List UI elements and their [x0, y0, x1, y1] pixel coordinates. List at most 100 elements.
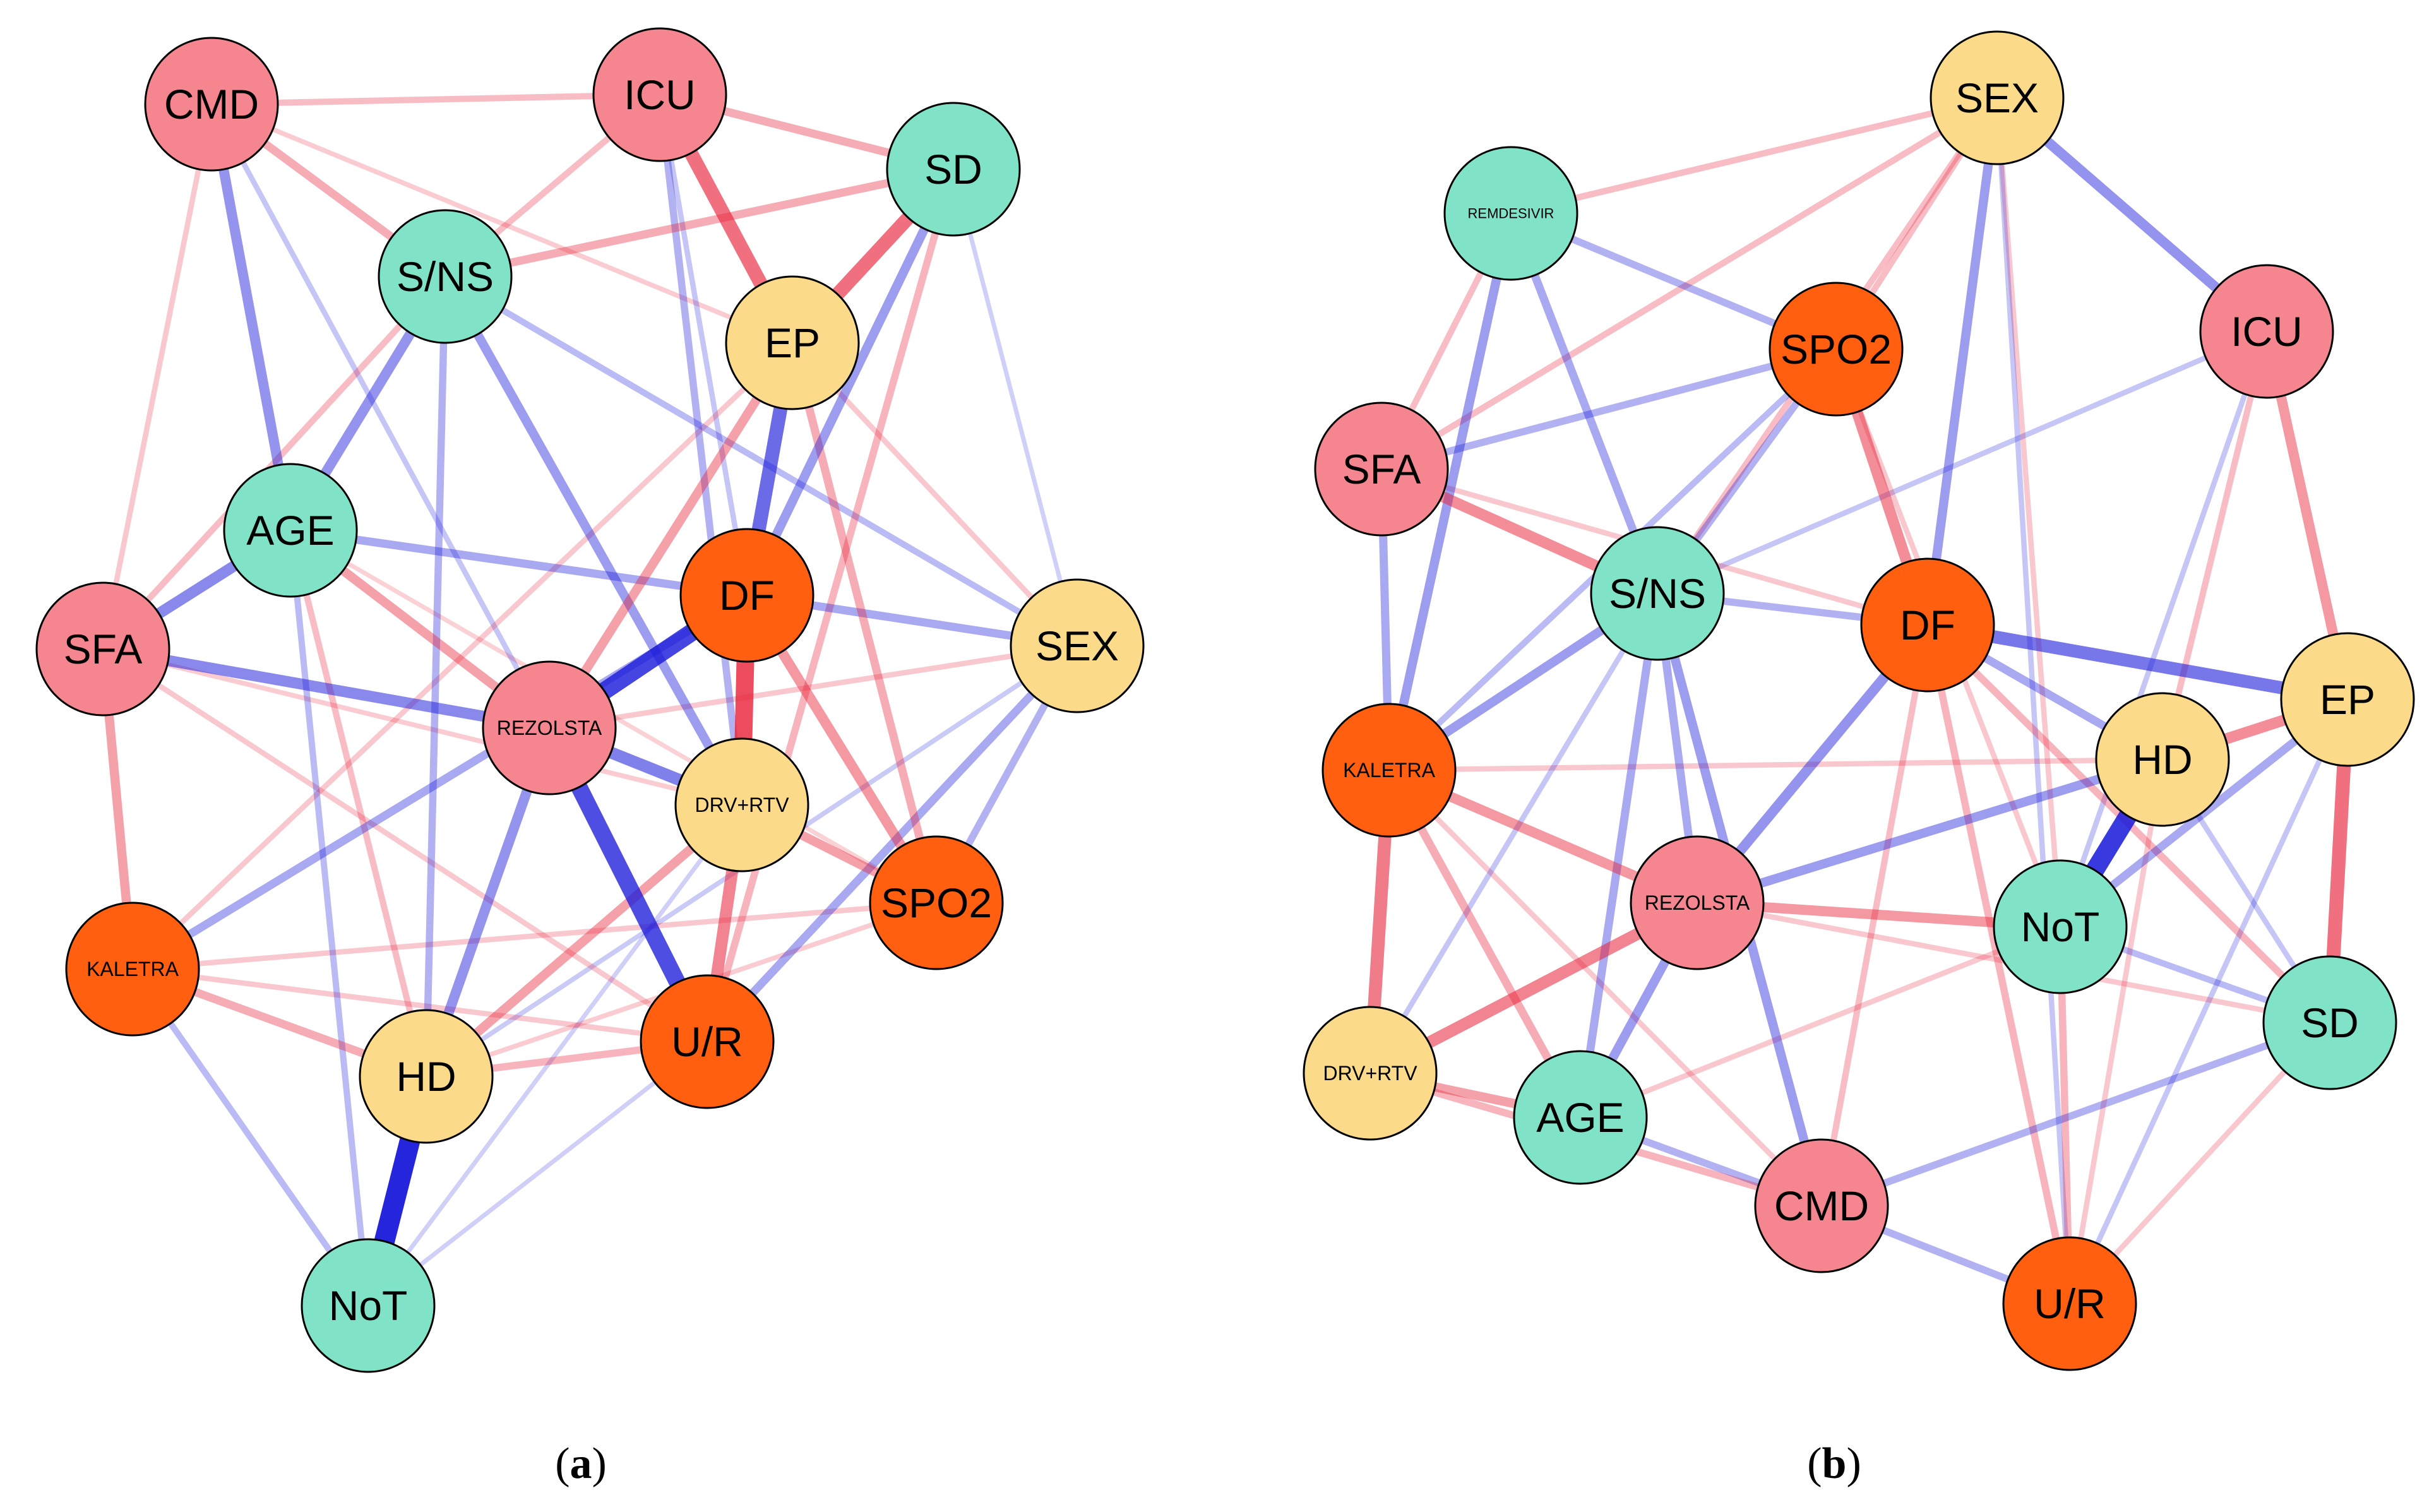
node-cmd: CMD: [1754, 1138, 1889, 1273]
node-label: HD: [396, 1053, 456, 1100]
edge-not-drv-rtv: [366, 803, 744, 1307]
edge-sex-u-r: [704, 643, 1080, 1045]
edge-sd-df: [743, 167, 958, 598]
node-spo2: SPO2: [869, 835, 1004, 970]
node-circle: [2199, 264, 2334, 399]
edge-icu-not: [2057, 330, 2270, 928]
node-circle: [1010, 578, 1145, 713]
node-not: NoT: [1993, 859, 2128, 994]
node-sd: SD: [2262, 955, 2397, 1090]
node-circle: [2262, 955, 2397, 1090]
node-sfa: SFA: [35, 581, 170, 717]
node-not: NoT: [301, 1238, 436, 1373]
node-circle: [1443, 146, 1578, 281]
edge-hd-drv-rtv: [423, 801, 745, 1080]
node-u-r: U/R: [640, 974, 775, 1109]
node-label: S/NS: [397, 253, 494, 300]
node-label: NoT: [329, 1282, 408, 1329]
node-sex: SEX: [1930, 30, 2065, 165]
node-label: DF: [719, 572, 775, 619]
edge-df-ep: [1926, 618, 2349, 706]
edge-ep-spo2: [788, 342, 941, 904]
edge-ep-sex: [790, 341, 1080, 648]
node-circle: [2095, 692, 2230, 827]
node-circle: [1630, 835, 1765, 970]
node-label: CMD: [164, 81, 259, 128]
node-drv-rtv: DRV+RTV: [1303, 1006, 1438, 1141]
edge-remdesivir-sex: [1510, 95, 1998, 217]
edge-kaletra-hd: [1388, 756, 2163, 773]
panel-a-caption-close: ): [592, 1439, 607, 1488]
node-label: HD: [2132, 736, 2192, 783]
node-circle: [1513, 1050, 1648, 1185]
node-circle: [886, 102, 1021, 237]
edge-s-ns-sex: [443, 273, 1079, 649]
edge-kaletra-not: [129, 967, 371, 1307]
node-label: KALETRA: [1343, 759, 1435, 782]
node-ep: EP: [725, 275, 860, 410]
edge-s-ns-hd: [422, 276, 449, 1077]
edge-kaletra-cmd: [1387, 768, 1824, 1208]
node-s-ns: S/NS: [1590, 526, 1725, 661]
node-label: KALETRA: [87, 958, 179, 980]
node-label: REMDESIVIR: [1468, 206, 1554, 222]
node-circle: [674, 737, 809, 872]
node-label: EP: [2320, 676, 2375, 723]
node-df: DF: [1860, 557, 1995, 693]
node-label: U/R: [671, 1018, 743, 1065]
node-kaletra: KALETRA: [65, 902, 200, 1037]
edge-sfa-sex: [1380, 95, 1999, 472]
edge-ep-u-r: [2067, 698, 2350, 1305]
edge-s-ns-drv-rtv: [441, 274, 746, 807]
node-label: AGE: [1536, 1094, 1624, 1141]
node-u-r: U/R: [2002, 1236, 2137, 1371]
node-icu: ICU: [592, 27, 727, 162]
node-circle: [144, 37, 279, 172]
node-rezolsta: REZOLSTA: [482, 660, 617, 795]
node-label: CMD: [1774, 1182, 1869, 1229]
edge-icu-s-ns: [1656, 329, 2268, 596]
edge-kaletra-u-r: [132, 966, 708, 1045]
edge-s-ns-sd: [444, 165, 955, 281]
node-label: SD: [924, 146, 982, 193]
node-sd: SD: [886, 102, 1021, 237]
node-circle: [1769, 282, 1904, 417]
edge-df-u-r: [1924, 624, 2073, 1305]
node-label: ICU: [2231, 308, 2303, 355]
node-circle: [1590, 526, 1725, 661]
edge-sfa-u-r: [101, 646, 709, 1044]
node-label: SFA: [64, 626, 143, 672]
node-kaletra: KALETRA: [1321, 703, 1457, 838]
node-icu: ICU: [2199, 264, 2334, 399]
node-circle: [679, 528, 814, 663]
node-circle: [592, 27, 727, 162]
node-label: SPO2: [881, 879, 992, 926]
node-label: U/R: [2034, 1280, 2106, 1327]
node-circle: [65, 902, 200, 1037]
edge-drv-rtv-s-ns: [1368, 592, 1660, 1075]
node-circle: [869, 835, 1004, 970]
edge-not-u-r: [366, 1040, 709, 1307]
node-circle: [2002, 1236, 2137, 1371]
panel-b-caption-close: ): [1846, 1439, 1861, 1488]
edge-cmd-icu: [211, 92, 660, 107]
edge-df-cmd: [1818, 624, 1931, 1206]
node-age: AGE: [223, 463, 358, 598]
edge-cmd-ep: [210, 102, 794, 345]
edge-rezolsta-sex: [549, 643, 1078, 731]
node-sex: SEX: [1010, 578, 1145, 713]
node-rezolsta: REZOLSTA: [1630, 835, 1765, 970]
node-label: SD: [2301, 999, 2359, 1046]
node-circle: [2280, 632, 2415, 767]
node-circle: [482, 660, 617, 795]
edge-hd-u-r: [2067, 759, 2166, 1304]
node-circle: [35, 581, 170, 717]
edge-icu-drv-rtv: [656, 94, 746, 806]
node-label: SEX: [1035, 622, 1119, 669]
edge-icu-df: [657, 94, 750, 596]
edge-remdesivir-kaletra: [1384, 212, 1516, 771]
node-hd: HD: [2095, 692, 2230, 827]
edge-age-not: [287, 530, 371, 1306]
edge-age-df: [290, 526, 748, 600]
